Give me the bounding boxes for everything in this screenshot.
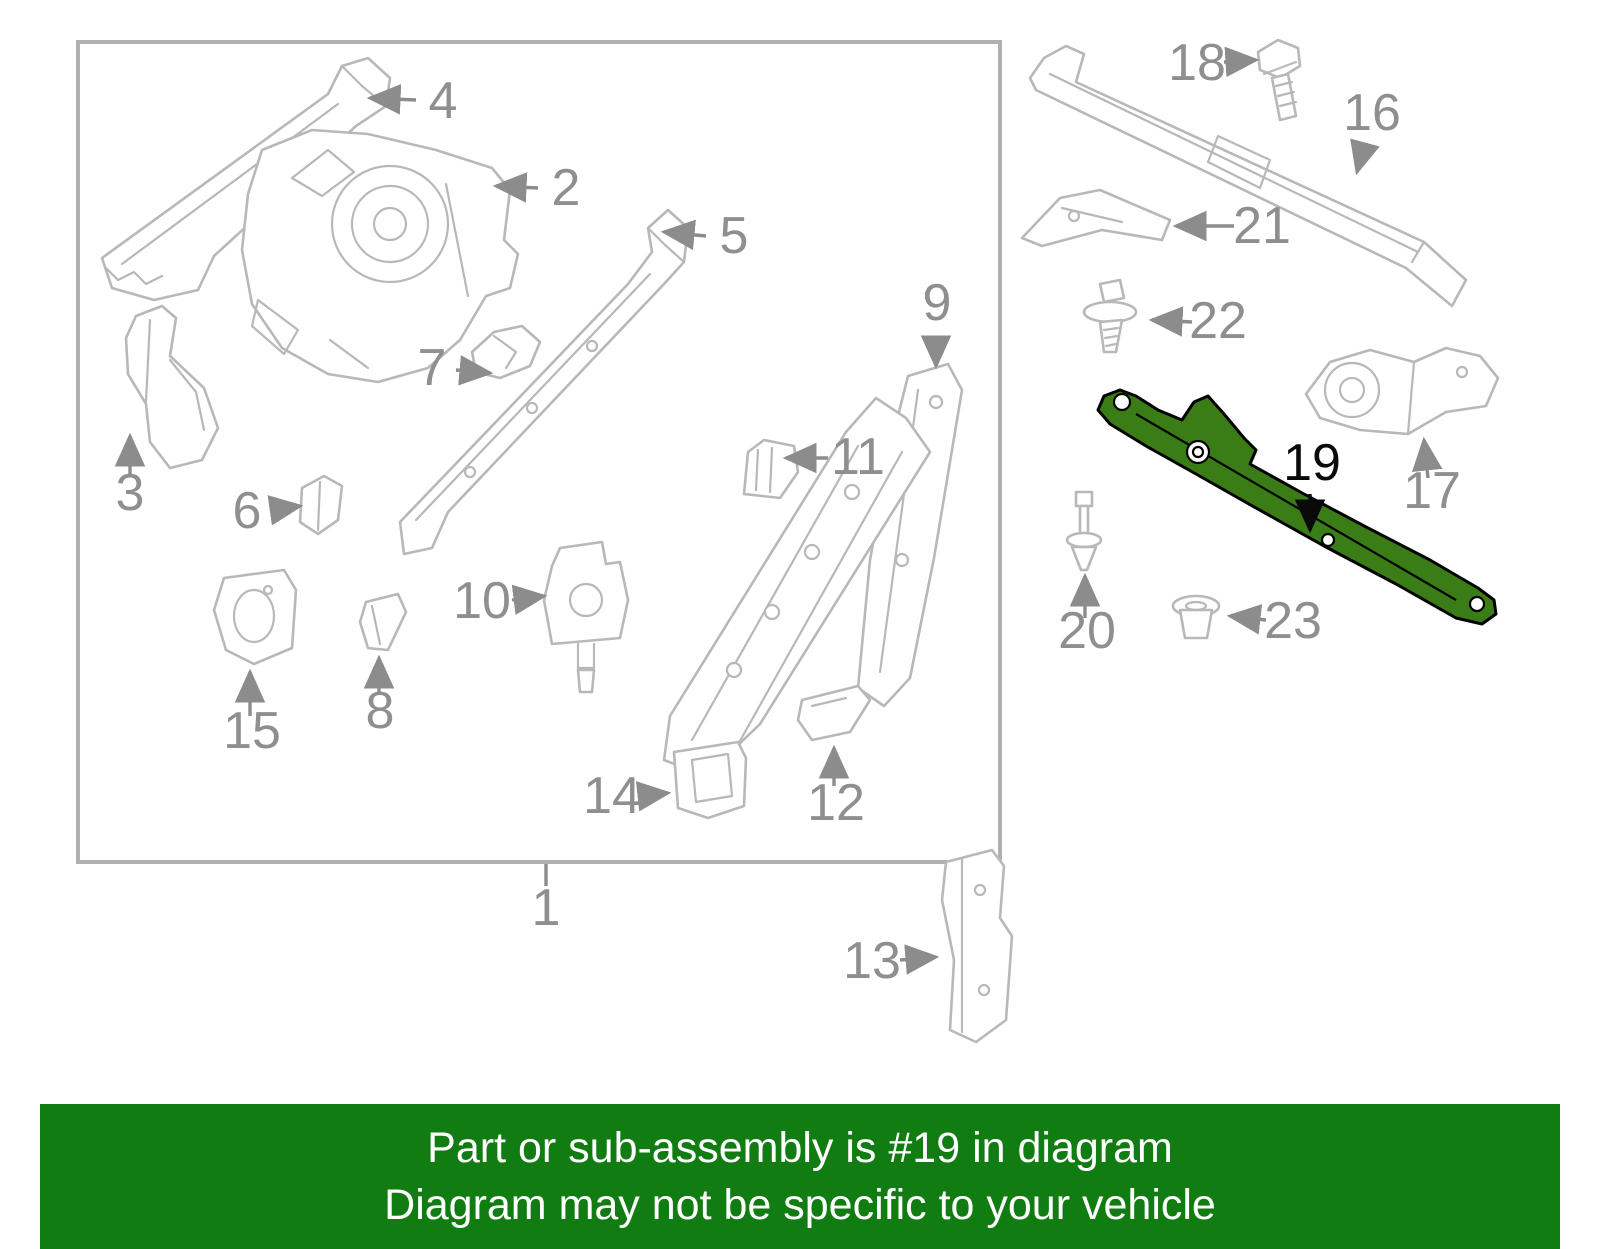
callout-4-label: 4 (429, 72, 458, 130)
callout-2-arrow (492, 172, 539, 203)
callout-19-label: 19 (1283, 434, 1341, 492)
part-6-drawing (298, 474, 344, 536)
banner-line-1: Part or sub-assembly is #19 in diagram (427, 1123, 1173, 1172)
callout-16-label: 16 (1343, 84, 1401, 142)
callout-18-label: 18 (1168, 34, 1226, 92)
callout-17-label: 17 (1403, 462, 1461, 520)
part-14-drawing (672, 740, 748, 820)
callout-9-label: 9 (923, 274, 952, 332)
callout-22-arrow (1148, 306, 1193, 337)
callout-17-arrow (1411, 436, 1443, 479)
callout-18-arrow (1223, 46, 1260, 78)
callout-15-label: 15 (223, 702, 281, 760)
callout-16-arrow (1350, 138, 1380, 176)
callout-6-label: 6 (233, 482, 262, 540)
side-member-drawing (662, 396, 932, 778)
part-17-drawing (1304, 346, 1500, 436)
callout-7-label: 7 (418, 339, 447, 397)
part-18-drawing (1256, 38, 1302, 122)
callout-2-label: 2 (552, 159, 581, 217)
part-20-drawing (1065, 490, 1103, 572)
part-10-drawing (542, 540, 630, 694)
callout-22-label: 22 (1189, 292, 1247, 350)
callout-5-label: 5 (720, 207, 749, 265)
callout-10-label: 10 (453, 572, 511, 630)
callout-labels: 1 2 3 4 5 6 7 8 9 10 11 12 13 14 15 16 1… (116, 34, 1461, 990)
part-23-drawing (1171, 594, 1221, 640)
part-13-drawing (940, 848, 1014, 1044)
parts-diagram: 1 2 3 4 5 6 7 8 9 10 11 12 13 14 15 16 1… (76, 34, 1500, 1044)
callout-8-label: 8 (366, 682, 395, 740)
callout-20-label: 20 (1058, 602, 1116, 660)
callout-23-arrow (1226, 604, 1267, 635)
callout-12-label: 12 (807, 774, 865, 832)
banner-line-2: Diagram may not be specific to your vehi… (384, 1180, 1216, 1229)
part-7-drawing (470, 324, 542, 380)
callout-13-arrow (899, 944, 940, 975)
callout-1-label: 1 (532, 879, 561, 937)
callout-14-label: 14 (583, 767, 641, 825)
callout-4-arrow (366, 84, 417, 115)
part-2-drawing (240, 128, 520, 384)
callout-11-label: 11 (831, 428, 885, 486)
callout-6-arrow (267, 495, 304, 526)
callout-10-arrow (511, 584, 548, 615)
callout-13-label: 13 (843, 932, 901, 990)
highlight-banner: Part or sub-assembly is #19 in diagram D… (40, 1104, 1560, 1249)
callout-14-arrow (635, 781, 672, 812)
part-11-drawing (742, 438, 800, 500)
callout-5-arrow (660, 219, 707, 251)
callout-arrows (114, 46, 1443, 975)
part-3-drawing (124, 304, 220, 470)
callout-3-label: 3 (116, 464, 145, 522)
callout-23-label: 23 (1264, 592, 1322, 650)
part-4-drawing (100, 56, 392, 302)
part-22-drawing (1082, 278, 1138, 354)
part-21-drawing (1020, 188, 1172, 248)
callout-7-arrow (455, 355, 494, 386)
part-8-drawing (358, 592, 408, 652)
assembly-box-outline (76, 40, 1002, 864)
part-16-drawing (1028, 44, 1468, 308)
callout-21-label: 21 (1233, 197, 1291, 255)
part-12-drawing (796, 684, 872, 742)
part-15-drawing (212, 568, 298, 666)
